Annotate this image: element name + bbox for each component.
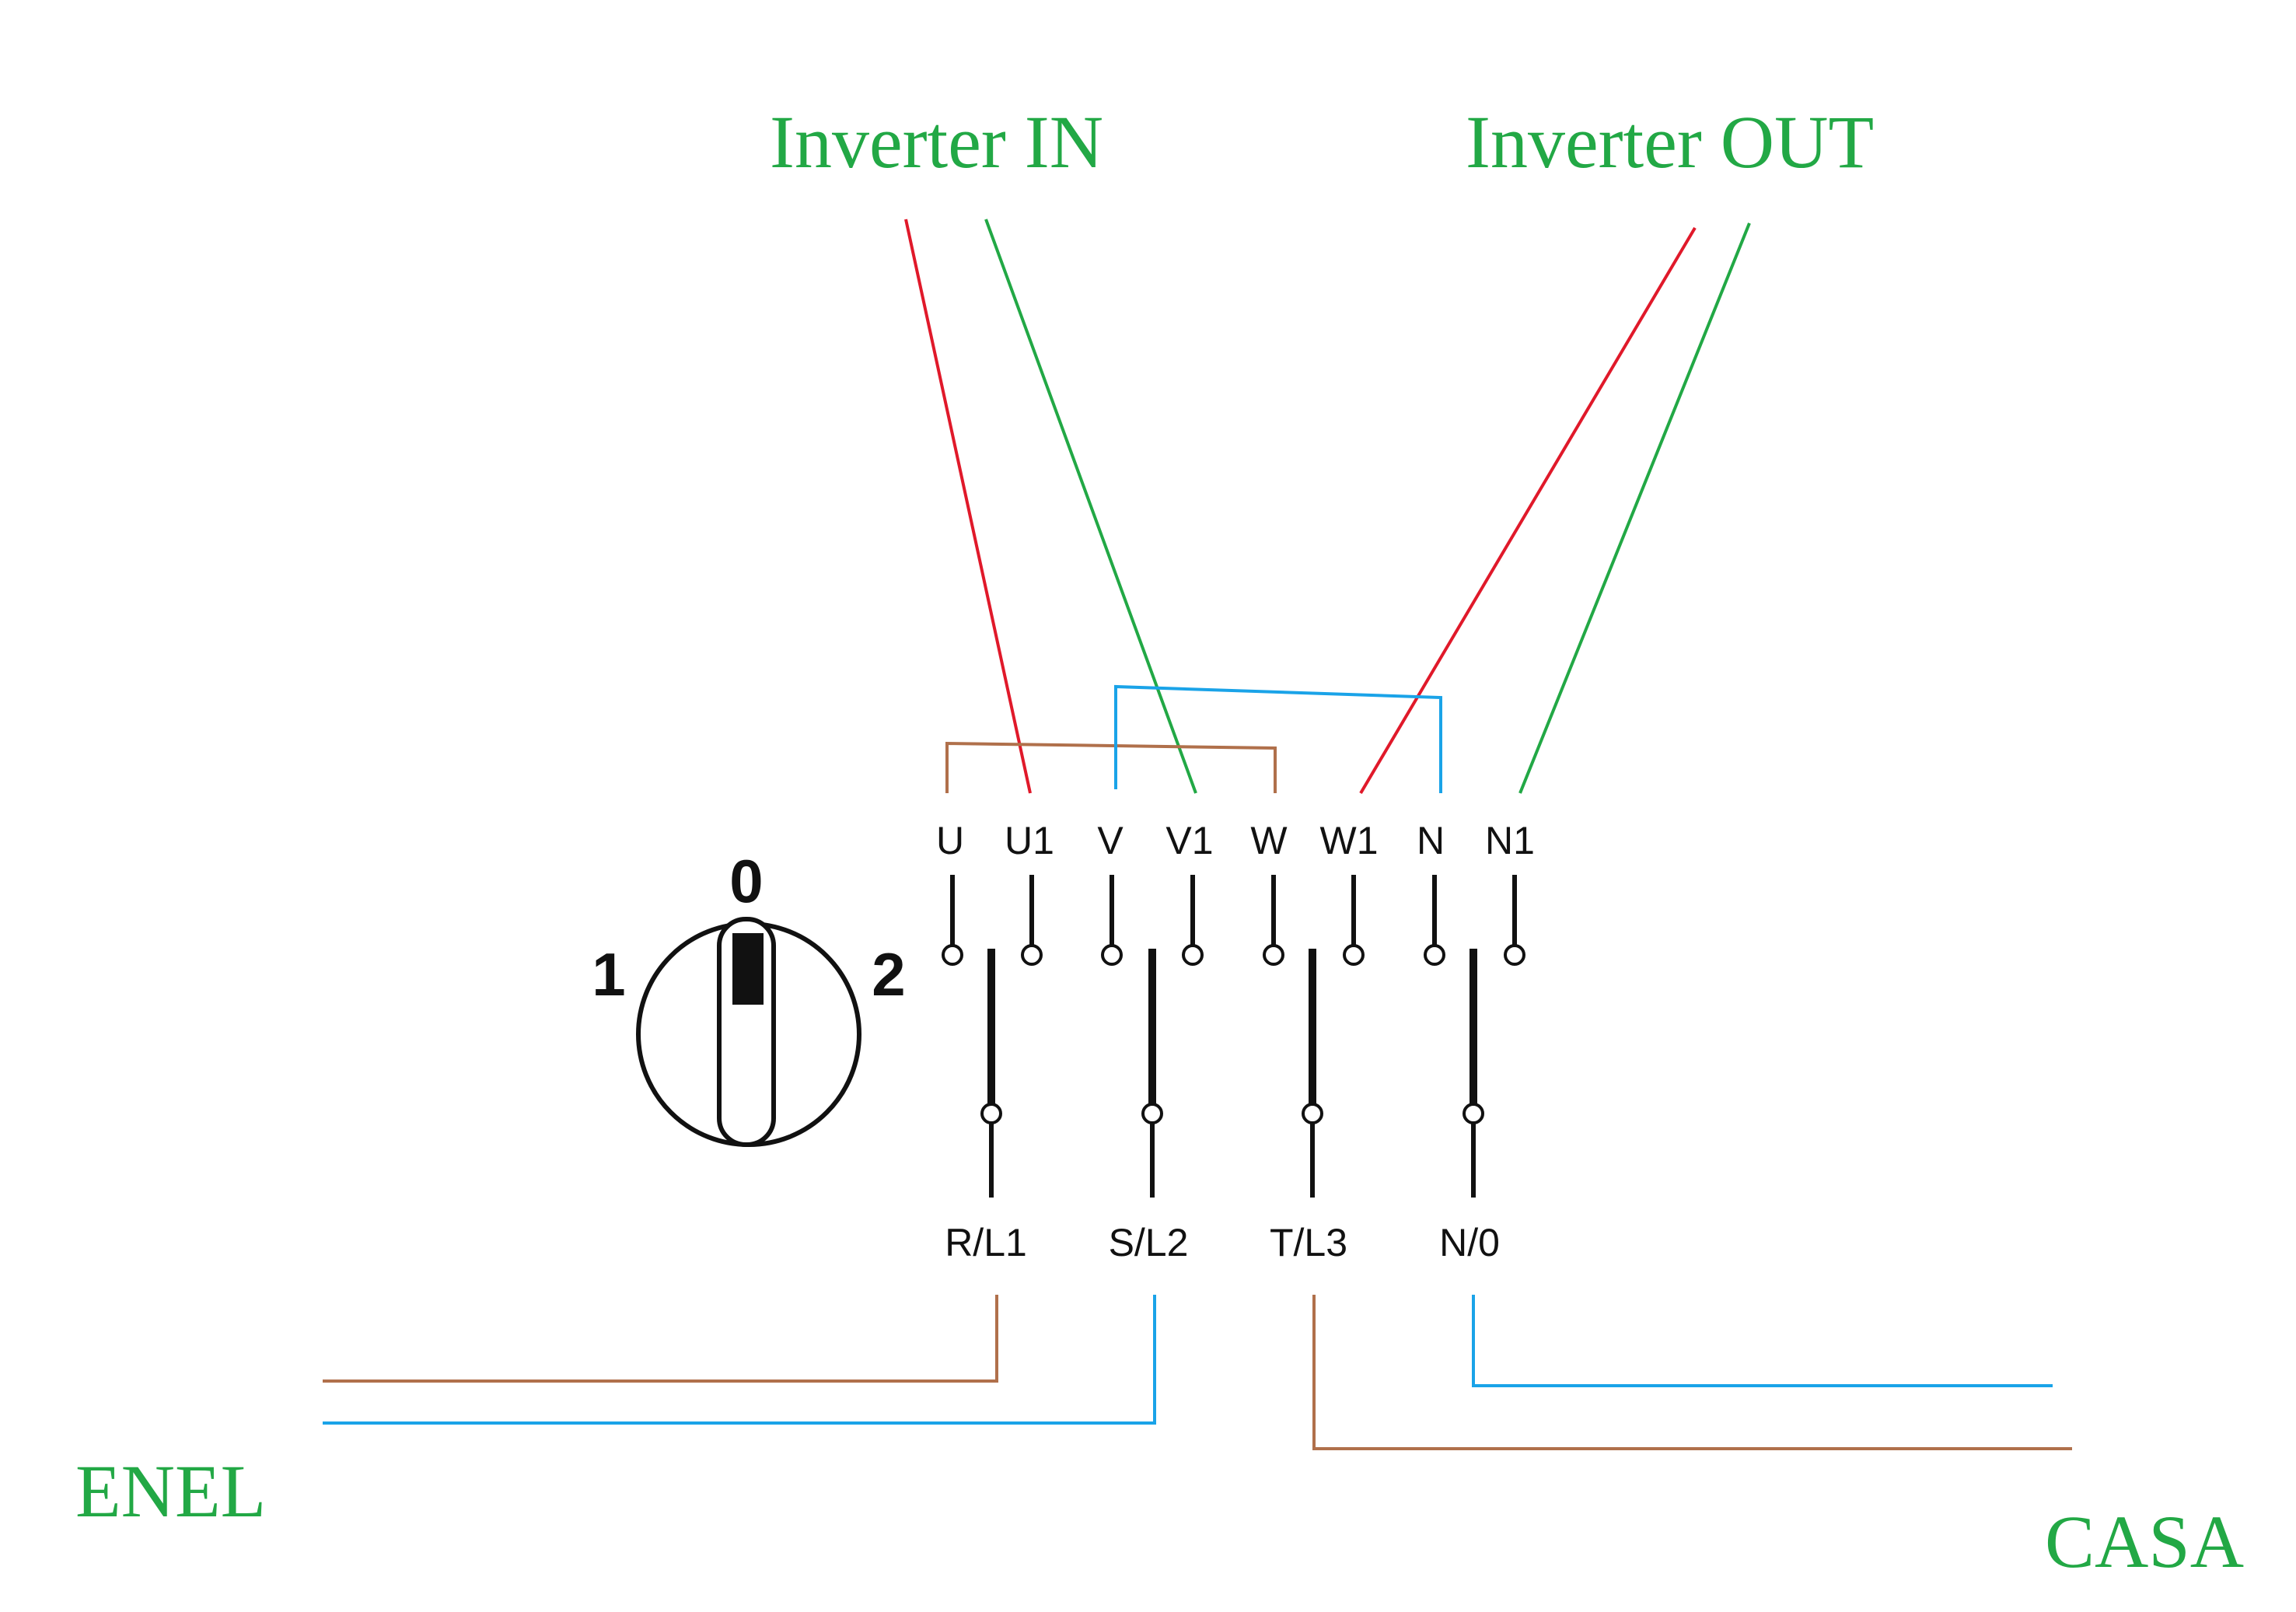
rotary-selector: 0 1 2: [592, 847, 906, 1147]
terminal-label-v1: V1: [1165, 819, 1213, 862]
pole-4-pivot: [1463, 1103, 1484, 1124]
terminal-label-n: N: [1417, 819, 1445, 862]
inverter-in-green-wire: [984, 219, 1197, 794]
terminal-label-t-l3: T/L3: [1270, 1221, 1347, 1264]
enel-blue-wire: [323, 1295, 1156, 1425]
contact-n: [1424, 944, 1445, 966]
pole-3-pivot: [1302, 1103, 1323, 1124]
selector-position-0: 0: [729, 847, 763, 915]
contact-n1: [1504, 944, 1525, 966]
enel-brown-wire: [323, 1295, 998, 1383]
brown-jumper-u-w: [945, 741, 1277, 793]
terminal-label-v: V: [1097, 819, 1124, 862]
inverter-out-label: Inverter OUT: [1466, 100, 1874, 184]
selector-pointer: [732, 933, 764, 1005]
pole-1-pivot: [980, 1103, 1002, 1124]
terminal-label-s-l2: S/L2: [1109, 1221, 1189, 1264]
casa-label: CASA: [2045, 1500, 2244, 1583]
selector-position-2: 2: [872, 940, 905, 1009]
casa-brown-wire: [1312, 1295, 2072, 1450]
inverter-wires: [904, 219, 1751, 795]
switch-poles: [980, 949, 1484, 1198]
contact-v1: [1182, 944, 1204, 966]
bottom-terminal-labels: R/L1 S/L2 T/L3 N/0: [945, 1221, 1500, 1264]
top-contacts: [942, 875, 1525, 966]
contact-w: [1263, 944, 1284, 966]
supply-load-wires: [323, 1295, 2072, 1450]
casa-blue-wire: [1472, 1295, 2053, 1387]
inverter-in-label: Inverter IN: [770, 100, 1103, 184]
contact-v: [1101, 944, 1123, 966]
terminal-label-w1: W1: [1320, 819, 1379, 862]
inverter-in-red-wire: [904, 219, 1032, 794]
top-terminal-labels: U U1 V V1 W W1 N N1: [936, 819, 1535, 862]
terminal-label-u1: U1: [1005, 819, 1054, 862]
contact-w1: [1343, 944, 1365, 966]
terminal-label-w: W: [1250, 819, 1288, 862]
inverter-out-green-wire: [1518, 222, 1751, 794]
terminal-label-u: U: [936, 819, 964, 862]
pole-2-pivot: [1141, 1103, 1163, 1124]
contact-u1: [1021, 944, 1043, 966]
enel-label: ENEL: [75, 1449, 266, 1533]
blue-jumper-v-n: [1114, 684, 1442, 793]
selector-position-1: 1: [592, 940, 625, 1009]
terminal-label-r-l1: R/L1: [945, 1221, 1027, 1264]
terminal-label-n1: N1: [1485, 819, 1535, 862]
contact-u: [942, 944, 963, 966]
terminal-label-n-0: N/0: [1439, 1221, 1500, 1264]
inverter-out-red-wire: [1359, 226, 1697, 795]
